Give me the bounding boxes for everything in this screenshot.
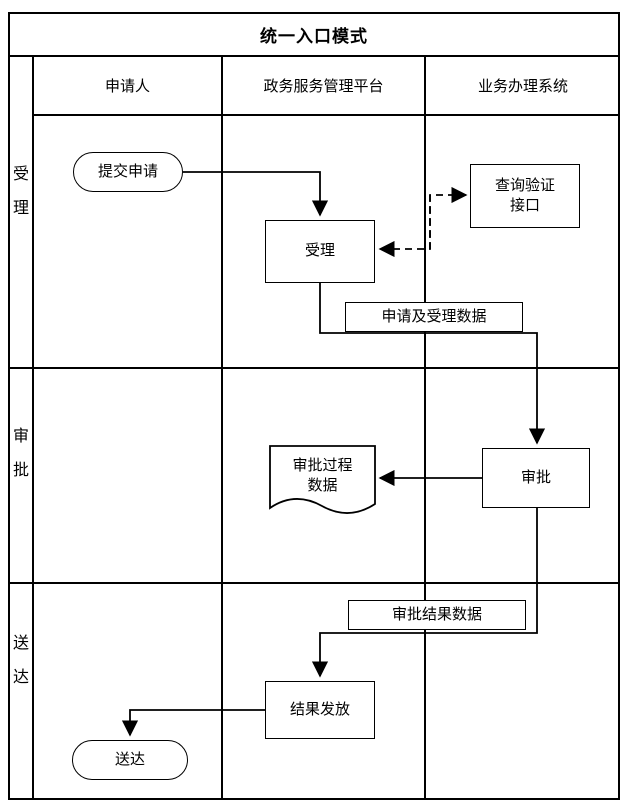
node-approval-process-data-label: 审批过程数据 [292,457,353,495]
arrow-approve-to-result-issue [311,508,538,678]
label-approval-result-data: 审批结果数据 [348,600,526,630]
node-accept: 受理 [265,220,375,283]
node-result-issue-label: 结果发放 [289,700,350,718]
arrow-submit-to-accept [183,171,329,217]
diagram-title: 统一入口模式 [260,26,368,46]
label-application-accept-data: 申请及受理数据 [345,302,523,332]
column-header-applicant: 申请人 [104,77,150,95]
node-deliver-label: 送达 [114,750,145,768]
arrow-dashed-to-query-interface [429,186,468,249]
node-submit-application-label: 提交申请 [97,162,158,180]
grid-line-lane1-bottom [8,367,620,369]
node-approve-label: 审批 [520,468,551,486]
arrow-dashed-to-accept [378,195,431,258]
node-approve: 审批 [482,448,590,508]
grid-line-title-bottom [8,55,620,57]
grid-line-col2-col3 [424,55,426,799]
node-submit-application: 提交申请 [73,152,183,192]
column-header-gov-platform: 政务服务管理平台 [263,77,384,95]
node-approval-process-data: 审批过程数据 [272,456,373,512]
lane-label-accept: 受理 [12,166,29,217]
arrow-result-issue-to-deliver [121,709,265,737]
grid-line-lane-column [32,55,34,799]
column-header-business-system: 业务办理系统 [477,77,568,95]
grid-line-col1-col2 [221,55,223,799]
node-accept-label: 受理 [304,242,335,260]
document-shape-approval-process-data [269,445,376,514]
label-approval-result-data-text: 审批结果数据 [391,605,482,623]
label-application-accept-data-text: 申请及受理数据 [381,307,487,325]
node-deliver: 送达 [72,740,188,780]
grid-line-header-bottom [33,114,620,116]
node-query-verify-interface-label: 查询验证接口 [494,176,555,214]
outer-border [8,12,620,800]
node-query-verify-interface: 查询验证接口 [470,164,580,228]
lane-label-approve: 审批 [12,428,29,479]
lane-label-deliver: 送达 [12,635,29,686]
grid-line-lane2-bottom [8,582,620,584]
node-result-issue: 结果发放 [265,681,375,739]
arrow-accept-to-approve [319,283,546,445]
